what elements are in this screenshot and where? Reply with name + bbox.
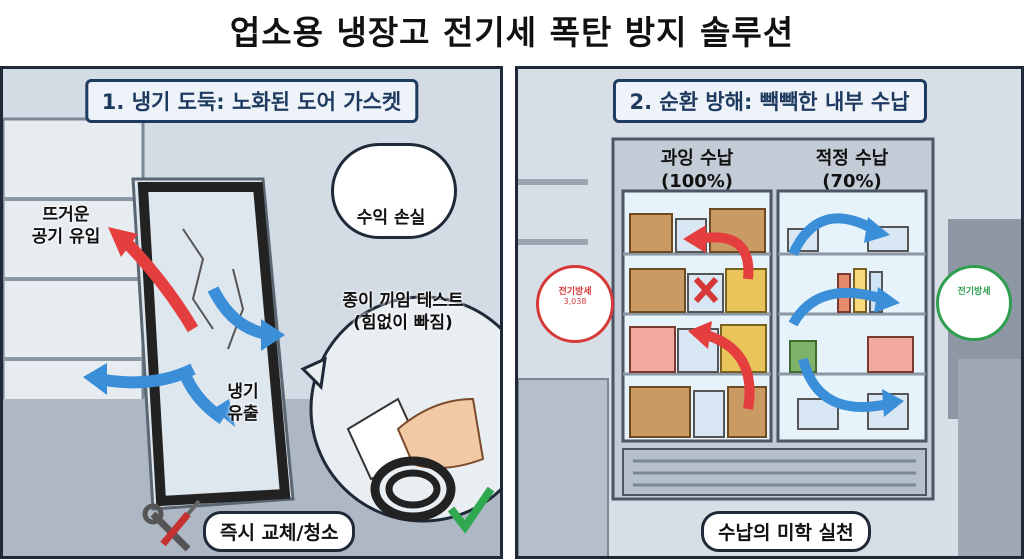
good-bill-title: 전기방세	[957, 287, 991, 297]
right-panel: 2. 순환 방해: 빽빽한 내부 수납 과잉 수납 (100%) 적정 수납 (…	[515, 66, 1024, 559]
hot-air-label: 뜨거운 공기 유입	[31, 205, 101, 247]
proper-stock-header: 적정 수납 (70%)	[815, 148, 889, 192]
hot-air-arrow	[118, 234, 199, 333]
storage-pill: 수납의 미학 실천	[701, 511, 871, 552]
blocked-arrow-bottom	[701, 329, 755, 410]
action-pill: 즉시 교체/청소	[203, 511, 356, 552]
good-bill-badge: 전기방세	[936, 265, 1012, 341]
cold-air-arrow-down	[177, 366, 227, 424]
bad-bill-title: 전기방세	[558, 287, 592, 297]
check-icon	[447, 486, 495, 534]
bad-bill-badge: 전기방세 3,038	[536, 265, 614, 343]
airflow-arrow-1	[788, 213, 876, 257]
over-stock-header: 과잉 수납 (100%)	[660, 148, 734, 192]
airflow-arrow-3	[798, 357, 890, 412]
left-panel-banner: 1. 냉기 도둑: 노화된 도어 가스켓	[84, 79, 419, 123]
tools-icon	[142, 499, 201, 552]
blocked-arrow-top	[697, 232, 754, 280]
airflow-arrow-2	[788, 287, 885, 327]
cold-leak-label: 냉기 유출	[227, 382, 259, 424]
thought-bubble	[331, 143, 457, 239]
paper-test-label: 종이 끼임 테스트 (힘없이 빠짐)	[342, 291, 464, 333]
thought-bubble-text: 수익 손실	[356, 208, 426, 228]
page-title: 업소용 냉장고 전기세 폭탄 방지 솔루션	[229, 13, 795, 52]
right-panel-banner: 2. 순환 방해: 빽빽한 내부 수납	[612, 79, 927, 123]
blocked-icon	[693, 276, 719, 304]
bad-bill-amount: 3,038	[563, 297, 587, 306]
left-panel: 1. 냉기 도둑: 노화된 도어 가스켓 수익 손실 뜨거운 공기 유입 냉기 …	[0, 66, 503, 559]
